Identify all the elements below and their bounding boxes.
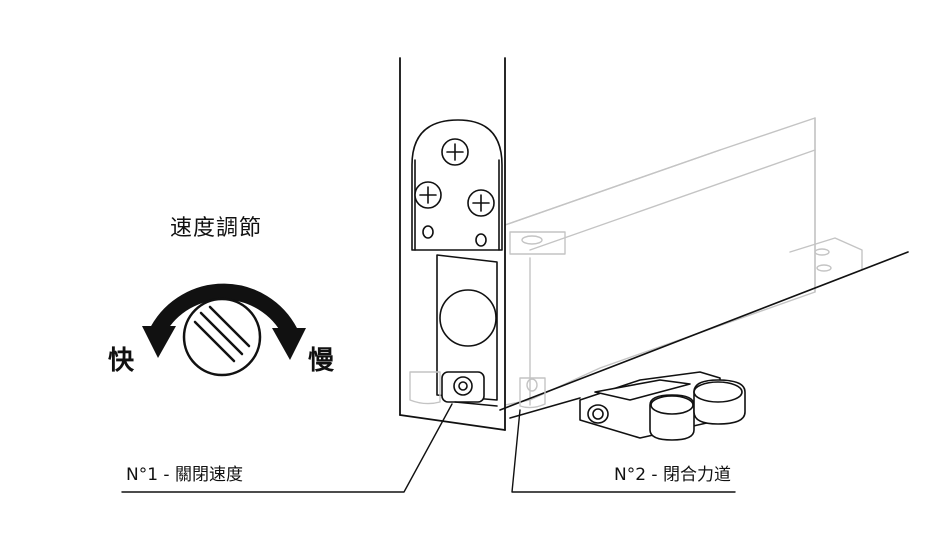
callout-closing-force: N°2 - 閉合力道 (614, 465, 731, 485)
arrow-left-icon (142, 326, 176, 358)
front-caps-ghost (409, 371, 546, 409)
slow-label: 慢 (308, 346, 335, 376)
door-edge (399, 57, 506, 431)
fast-label: 快 (108, 346, 135, 376)
screw-top (441, 138, 469, 166)
floor-plate (499, 251, 909, 419)
slot-screw-icon (182, 297, 262, 377)
speed-adjust-title: 速度調節 (170, 216, 263, 241)
screw-right (467, 189, 495, 217)
leader-n2 (511, 409, 736, 493)
callout-closing-speed: N°1 - 關閉速度 (126, 465, 243, 485)
leader-lines (121, 403, 736, 493)
hinge-plate (411, 119, 503, 251)
screw-left (414, 181, 442, 209)
hinge-body-ghost (504, 117, 863, 406)
adjust-dial-icon (142, 283, 306, 377)
leader-n1 (121, 403, 453, 493)
pivot-housing (436, 254, 498, 407)
arrow-right-icon (272, 328, 306, 360)
pivot-arm (579, 371, 746, 441)
